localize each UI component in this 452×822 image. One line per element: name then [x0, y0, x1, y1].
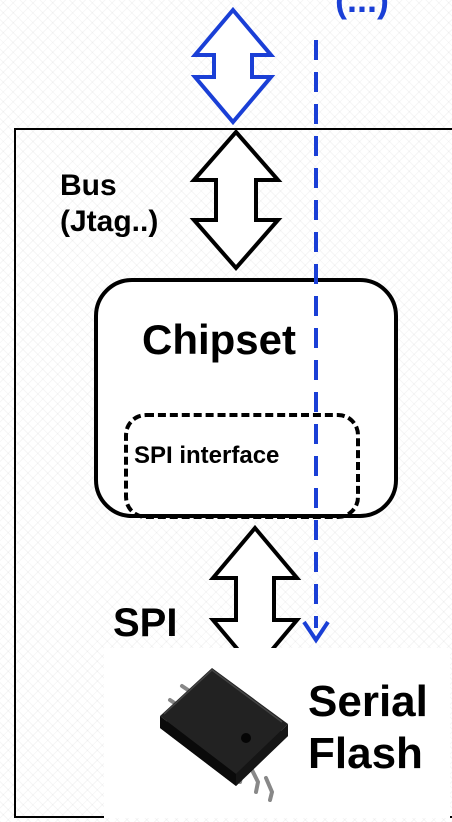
top-partial-label: (...)	[335, 0, 389, 20]
chipset-label: Chipset	[142, 316, 297, 363]
spi-label: SPI	[113, 601, 178, 645]
bus-label-line1: Bus	[60, 169, 117, 202]
bus-label: Bus (Jtag..)	[60, 168, 158, 240]
serial-flash-line1: Serial	[308, 677, 428, 726]
bus-label-line2: (Jtag..)	[60, 205, 159, 238]
spi-interface-label: SPI interface	[134, 442, 280, 469]
chipset-block	[94, 278, 398, 518]
serial-flash-label: Serial Flash	[308, 676, 428, 780]
spi-interface-block	[124, 413, 360, 519]
serial-flash-line2: Flash	[308, 729, 423, 778]
